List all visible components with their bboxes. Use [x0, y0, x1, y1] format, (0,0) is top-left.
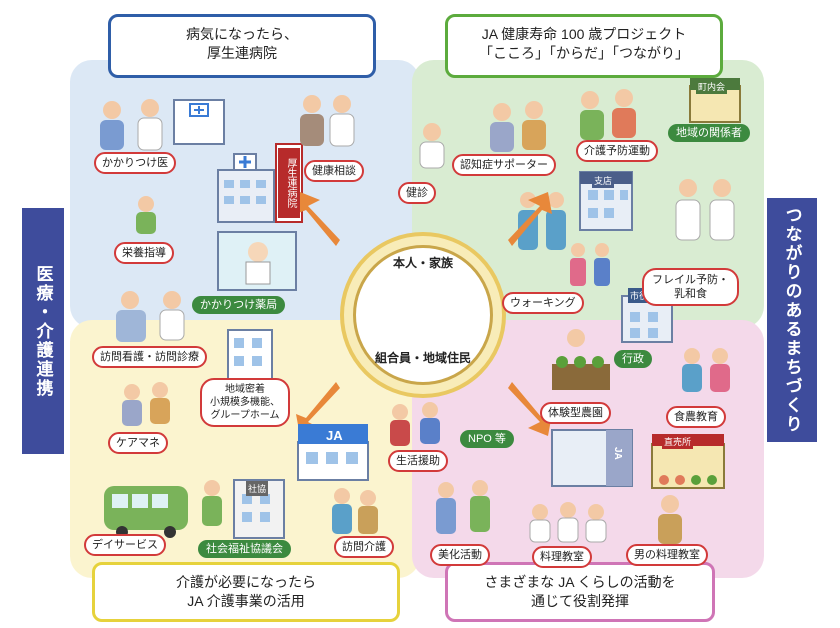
label-kakaritsuke-doctor: かかりつけ医	[94, 152, 177, 174]
ja-building-icon	[297, 424, 369, 481]
label-community-care-line2: 小規模多機能、	[210, 397, 280, 408]
label-npo: NPO 等	[460, 430, 514, 448]
title-medical-line1: 病気になったら、	[186, 26, 298, 42]
label-community-care-line1: 地域密着	[225, 384, 265, 395]
ja-sign: JA	[326, 428, 343, 443]
label-community-care: 地域密着 小規模多機能、 グループホーム	[200, 378, 290, 427]
label-dementia-supporter: 認知症サポーター	[452, 154, 556, 176]
care-facility-icon	[227, 329, 273, 381]
label-checkup: 健診	[398, 182, 436, 204]
title-activities-line1: さまざまな JA くらしの活動を	[484, 574, 676, 590]
arrow-icon	[296, 192, 552, 436]
clinic-icon	[173, 99, 225, 145]
town-hall-sign: 町内会	[696, 79, 728, 94]
care-bodies-icon	[122, 398, 440, 534]
label-pharmacy: かかりつけ薬局	[192, 296, 286, 314]
label-community: 地域の関係者	[668, 124, 750, 142]
center-label-residents: 組合員・地域住民	[374, 351, 471, 365]
label-community-care-line3: グループホーム	[210, 410, 280, 421]
label-home-care: 訪問介護	[334, 536, 394, 558]
label-social-welfare: 社会福祉協議会	[198, 540, 291, 558]
side-banner-medical-care: 医療・介護連携	[22, 208, 64, 454]
side-banner-community: つながりのあるまちづくり	[767, 198, 817, 442]
label-life-support: 生活援助	[388, 450, 448, 472]
label-health-consult: 健康相談	[304, 160, 364, 182]
activity2-people-icon	[438, 348, 728, 520]
label-government: 行政	[614, 350, 652, 368]
label-mens-cooking: 男の料理教室	[626, 544, 708, 566]
shakyo-sign: 社協	[246, 481, 269, 496]
label-experience-farm: 体験型農園	[540, 402, 611, 424]
label-home-nursing: 訪問看護・訪問診療	[92, 346, 207, 368]
activity2-bodies-icon	[436, 364, 730, 544]
label-food-education: 食農教育	[666, 406, 726, 428]
label-care-manager: ケアマネ	[108, 432, 168, 454]
title-health-project: JA 健康寿命 100 歳プロジェクト 「こころ」「からだ」「つながり」	[445, 14, 723, 78]
label-walking: ウォーキング	[502, 292, 584, 314]
people-bodies-icon	[100, 113, 445, 342]
title-care-line1: 介護が必要になったら	[176, 574, 316, 590]
title-health-project-line1: JA 健康寿命 100 歳プロジェクト	[481, 26, 687, 42]
center-circle	[353, 245, 493, 385]
label-beautification: 美化活動	[430, 544, 490, 566]
direct-sale-sign: 直売所	[662, 434, 694, 449]
ja-facility-icon	[551, 429, 633, 487]
label-frailty-line1: フレイル予防・	[652, 274, 729, 286]
label-frailty-line2: 乳和食	[674, 288, 707, 300]
center-label-family: 本人・家族	[392, 256, 453, 270]
pharmacy-icon	[217, 231, 297, 291]
title-medical: 病気になったら、 厚生連病院	[108, 14, 376, 78]
branch-sign: 支店	[592, 173, 615, 188]
care-people-icon	[124, 382, 438, 506]
farm-icon	[552, 329, 610, 390]
title-care-line2: JA 介護事業の活用	[187, 593, 305, 609]
title-care: 介護が必要になったら JA 介護事業の活用	[92, 562, 400, 622]
ja-building-sign: JA	[612, 447, 623, 460]
label-day-service: デイサービス	[84, 534, 166, 556]
title-health-project-line2: 「こころ」「からだ」「つながり」	[479, 45, 689, 61]
title-activities-line2: 通じて役割発揮	[531, 593, 629, 609]
bus-icon	[104, 486, 188, 538]
hospital-sign: 厚生連病院	[278, 148, 300, 218]
title-medical-line2: 厚生連病院	[207, 45, 277, 61]
label-care-prevention: 介護予防運動	[576, 140, 658, 162]
label-nutrition: 栄養指導	[114, 242, 174, 264]
title-activities: さまざまな JA くらしの活動を 通じて役割発揮	[445, 562, 715, 622]
people-icon	[103, 95, 441, 309]
activity-bodies-icon	[490, 108, 735, 286]
label-frailty: フレイル予防・ 乳和食	[642, 268, 739, 306]
label-cooking-class: 料理教室	[532, 546, 592, 568]
